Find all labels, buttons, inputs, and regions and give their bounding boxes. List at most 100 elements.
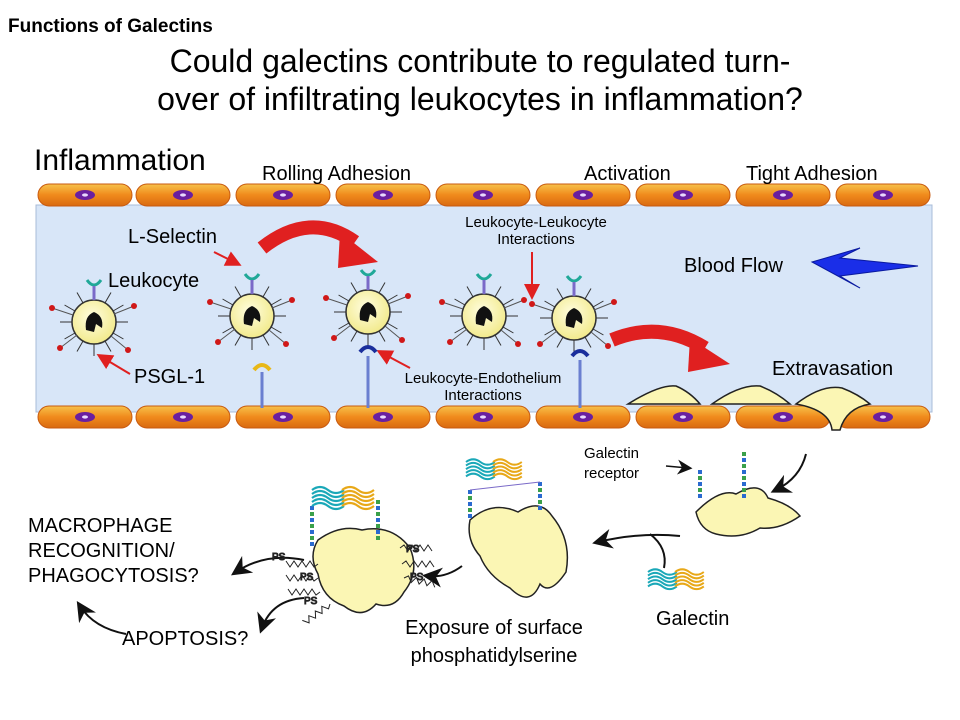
psgl1-stalk [59, 334, 78, 349]
nucleus-center [280, 193, 286, 197]
psgl1-tip [521, 297, 527, 303]
galectin-cyan-strand [311, 485, 345, 495]
psgl1-stalk [217, 328, 236, 343]
label-psgl1: PSGL-1 [134, 366, 206, 388]
galectin-cyan-strand [647, 568, 678, 576]
glycan-chain [468, 502, 472, 506]
ps-lipid [287, 588, 321, 596]
receptor-pointer [665, 459, 693, 475]
leukocyte-nucleus [359, 302, 377, 322]
galectin-gold-strand [492, 458, 523, 466]
ps-lipid [401, 560, 435, 568]
psgl1-stalk [268, 329, 287, 345]
psgl1-tip [289, 297, 295, 303]
nucleus-center [780, 193, 786, 197]
galectin-cyan-strand [465, 458, 496, 466]
macrophage-line-3: PHAGOCYTOSIS? [28, 565, 199, 587]
glycan-chain [310, 536, 314, 540]
ll-line-2: Interactions [497, 231, 575, 248]
nucleus-center [480, 193, 486, 197]
galectin-cyan-strand [465, 472, 496, 481]
galectin-gold-strand [492, 469, 523, 477]
nucleus-center [680, 415, 686, 419]
glycan-chain [376, 512, 380, 516]
glycan-chain [538, 482, 542, 486]
glycan-chain [538, 494, 542, 498]
leukocyte-nucleus [243, 306, 261, 326]
galectin-cyan-strand [311, 501, 345, 511]
glycan-chain [468, 508, 472, 512]
le-line-2: Interactions [444, 387, 522, 404]
psgl1-tip [331, 335, 337, 341]
psgl1-stalk [271, 299, 293, 309]
glycan-chain [698, 476, 702, 480]
psgl1-tip [125, 347, 131, 353]
ps-lipid [399, 544, 433, 552]
galectin-gold-strand [674, 579, 705, 587]
glycan-chain [742, 470, 746, 474]
galectin-gold-strand [341, 493, 375, 503]
psgl1-stalk [441, 301, 464, 310]
rolling-arrowhead [338, 232, 378, 268]
selectin-cup [570, 349, 590, 358]
nucleus-center [880, 193, 886, 197]
path-arrow-3 [422, 565, 463, 588]
nucleus-center [580, 415, 586, 419]
path-arrow-1 [770, 453, 807, 493]
nucleus-center [82, 193, 88, 197]
title-line-2: over of infiltrating leukocytes in infla… [157, 81, 803, 117]
galectin-gold-strand [341, 497, 375, 507]
ps-exposed-cell [468, 505, 569, 598]
selectin-cup [358, 345, 378, 354]
psgl1-tip [323, 295, 329, 301]
leukocyte-nucleus [475, 306, 493, 326]
glycan-chain [376, 506, 380, 510]
galectin-gold-strand [674, 568, 705, 576]
glycan-chain [376, 524, 380, 528]
ps-label: PS [410, 572, 424, 583]
flat-cell [794, 386, 872, 431]
endothelium-top [37, 183, 931, 207]
label-rolling-adhesion: Rolling Adhesion [262, 163, 411, 185]
psgl1-stalk [333, 324, 352, 339]
psgl1-stalk [500, 329, 519, 345]
galectin-cyan-strand [465, 465, 496, 473]
psgl1-stalk [384, 325, 403, 341]
galectin-gold-strand [674, 582, 705, 591]
psgl1-tip [439, 299, 445, 305]
extravasation-arrowhead [688, 338, 730, 372]
glycan-chain [310, 530, 314, 534]
label-galectin: Galectin [656, 608, 730, 630]
psgl1-tip [529, 301, 535, 307]
psgl1-stalk [531, 303, 554, 312]
psgl1-stalk [590, 331, 609, 347]
lower-pathway [312, 487, 802, 614]
galectin-gold-strand [674, 571, 705, 580]
ps-lipid [285, 574, 319, 582]
gr-line-2: receptor [584, 465, 640, 482]
glycan-chain [538, 488, 542, 492]
label-tight-adhesion: Tight Adhesion [746, 163, 878, 185]
selectin-cup [252, 363, 272, 372]
slide-title: Could galectins contribute to regulated … [0, 42, 960, 118]
label-galectin-receptor: Galectin receptor [584, 444, 639, 484]
label-inflammation: Inflammation [34, 144, 206, 177]
label-activation: Activation [584, 163, 671, 185]
nucleus-center [380, 415, 386, 419]
glycan-chain [698, 470, 702, 474]
label-l-selectin: L-Selectin [128, 226, 217, 248]
l-selectin-cup [243, 273, 261, 281]
psgl1-tip [515, 341, 521, 347]
path-arrow-6 [76, 600, 127, 635]
ps-label: PS [300, 572, 314, 583]
glycan-chain [698, 488, 702, 492]
galectin-cyan-strand [647, 579, 678, 587]
psgl1-stalk [449, 328, 468, 343]
glycan-chain [376, 536, 380, 540]
nucleus-center [280, 415, 286, 419]
blood-flow-arrow [810, 247, 919, 289]
psgl1-stalk [387, 295, 409, 305]
exposure-line-2: phosphatidylserine [410, 645, 578, 667]
ll-line-1: Leukocyte-Leukocyte [465, 214, 607, 231]
